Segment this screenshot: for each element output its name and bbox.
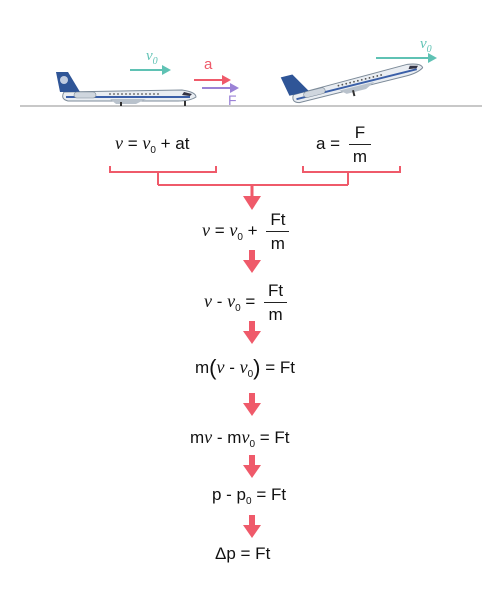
down-arrow-1-icon xyxy=(243,250,261,273)
derivation-step-3: m(v - v0) = Ft xyxy=(195,355,295,380)
merge-bracket-icon xyxy=(109,166,401,210)
force-arrow-icon xyxy=(202,83,239,93)
acceleration-arrow-icon xyxy=(194,75,231,85)
derivation-result: Δp = Ft xyxy=(215,544,271,563)
acceleration-label: a xyxy=(204,56,213,73)
airplane-left-icon xyxy=(56,72,197,106)
down-arrow-4-icon xyxy=(243,455,261,478)
v0-label-right: v0 xyxy=(420,36,432,55)
derivation-step-5: p - p0 = Ft xyxy=(212,485,287,507)
velocity-arrow-right-icon xyxy=(376,53,437,63)
ground-line xyxy=(20,105,482,107)
force-label: F xyxy=(228,92,237,108)
down-arrow-2-icon xyxy=(243,321,261,344)
equation-velocity: v = v0 + at xyxy=(115,133,190,156)
v0-label-left: v0 xyxy=(146,48,158,67)
down-arrow-5-icon xyxy=(243,515,261,538)
down-arrow-3-icon xyxy=(243,393,261,416)
airplane-right-icon xyxy=(280,63,424,104)
velocity-arrow-left-icon xyxy=(130,65,171,75)
derivation-step-4: mv - mv0 = Ft xyxy=(190,427,290,450)
